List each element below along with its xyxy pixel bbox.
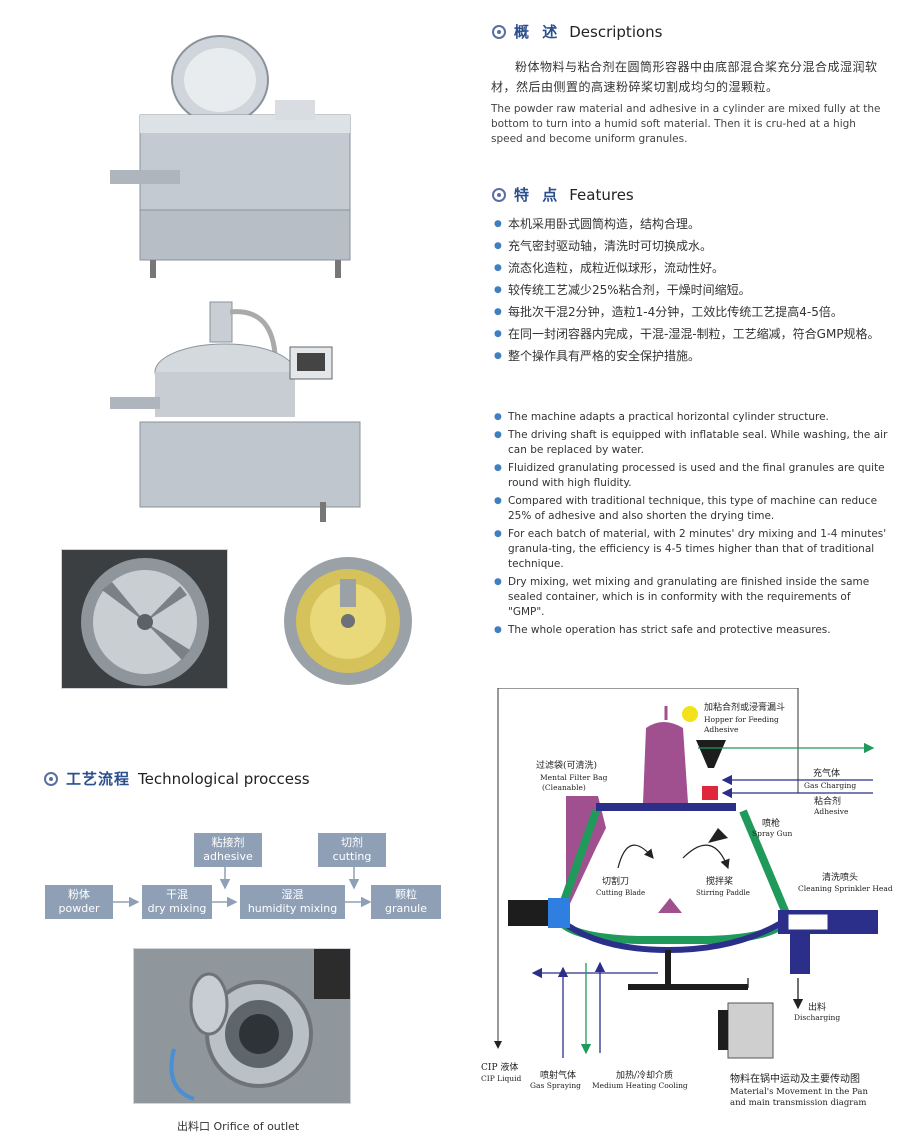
process-step-cn: 干混 <box>166 888 188 901</box>
granulator-schematic: 加粘合剂或浸膏漏斗 Hopper for Feeding Adhesive 过滤… <box>481 688 893 1108</box>
label-gas-cn: 充气体 <box>813 767 840 779</box>
process-step-en: dry mixing <box>147 902 207 915</box>
features-list-cn: 本机采用卧式圆筒构造，结构合理。 充气密封驱动轴，清洗时可切换成水。 流态化造粒… <box>494 214 888 368</box>
label-sprinkler-en: Cleaning Sprinkler Head <box>798 884 893 893</box>
features-heading-cn: 特 点 <box>514 186 562 204</box>
descriptions-text-en: The powder raw material and adhesive in … <box>491 103 881 145</box>
label-movement-en2: and main transmission diagram <box>730 1098 866 1108</box>
feature-item-en: The whole operation has strict safe and … <box>494 623 888 638</box>
label-cutting-en: Cutting Blade <box>596 889 645 897</box>
process-step-en: granule <box>384 902 427 915</box>
label-discharge-cn: 出料 <box>808 1001 826 1013</box>
label-gasspray-en: Gas Spraying <box>530 1081 581 1090</box>
label-adhesive-en: Adhesive <box>813 807 849 816</box>
feature-item-cn: 在同一封闭容器内完成，干混-湿混-制粒，工艺缩减，符合GMP规格。 <box>494 324 888 344</box>
feature-item-cn: 本机采用卧式圆筒构造，结构合理。 <box>494 214 888 234</box>
label-discharge-en: Discharging <box>794 1013 840 1022</box>
feature-item-cn: 流态化造粒，成粒近似球形，流动性好。 <box>494 258 888 278</box>
features-heading-en: Features <box>569 185 634 204</box>
mixing-bowl-photo-empty <box>61 549 228 689</box>
process-step-en: powder <box>58 902 100 915</box>
label-stir-en: Stirring Paddle <box>696 889 750 897</box>
descriptions-heading-en: Descriptions <box>569 22 663 41</box>
label-movement-cn: 物料在锅中运动及主要传动图 <box>730 1072 860 1085</box>
process-input-en: adhesive <box>203 850 253 863</box>
label-filter-en1: Mental Filter Bag <box>540 773 608 782</box>
process-input-adhesive: 粘接剂 adhesive <box>194 833 262 867</box>
process-heading-en: Technological proccess <box>138 769 310 788</box>
process-input-en: cutting <box>332 850 372 863</box>
process-step-en: humidity mixing <box>247 902 338 915</box>
section-bullet-icon <box>44 771 58 786</box>
label-medium-en: Medium Heating Cooling <box>592 1081 688 1090</box>
feature-item-cn: 整个操作具有严格的安全保护措施。 <box>494 346 888 366</box>
outlet-caption: 出料口 Orifice of outlet <box>177 1120 300 1133</box>
process-arrows <box>112 866 372 908</box>
label-hopper-en2: Adhesive <box>703 725 739 734</box>
label-movement-en1: Material's Movement in the Pan <box>730 1087 868 1097</box>
mixing-bowl-photo-filled <box>278 549 418 689</box>
label-cip-cn: CIP 液体 <box>481 1061 518 1073</box>
descriptions-text-cn: 粉体物料与粘合剂在圆筒形容器中由底部混合桨充分混合成湿润软材，然后由侧置的高速粉… <box>491 60 878 94</box>
features-heading: 特 点 Features <box>492 184 634 205</box>
descriptions-heading: 概 述 Descriptions <box>492 21 662 42</box>
feature-item-en: The machine adapts a practical horizonta… <box>494 410 888 425</box>
process-input-cn: 粘接剂 <box>211 836 245 849</box>
process-step-cn: 颗粒 <box>395 888 417 901</box>
outlet-photo <box>133 948 351 1104</box>
label-filter-en2: (Cleanable) <box>542 783 586 792</box>
process-step-granule: 颗粒 granule <box>371 885 441 919</box>
label-sprinkler-cn: 清洗喷头 <box>822 871 858 883</box>
process-step-cn: 湿混 <box>281 888 304 901</box>
section-bullet-icon <box>492 187 506 202</box>
feature-item-en: Compared with traditional technique, thi… <box>494 494 888 524</box>
label-stir-cn: 搅拌桨 <box>706 875 733 887</box>
feature-item-cn: 充气密封驱动轴，清洗时可切换成水。 <box>494 236 888 256</box>
process-heading: 工艺流程 Technological proccess <box>44 768 310 789</box>
process-step-cn: 粉体 <box>68 888 90 901</box>
process-input-cn: 切剂 <box>341 836 363 849</box>
descriptions-heading-cn: 概 述 <box>514 23 562 41</box>
feature-item-en: Dry mixing, wet mixing and granulating a… <box>494 575 888 620</box>
label-hopper-en1: Hopper for Feeding <box>704 715 779 724</box>
process-heading-cn: 工艺流程 <box>66 770 131 788</box>
feature-item-en: The driving shaft is equipped with infla… <box>494 428 888 458</box>
label-adhesive-cn: 粘合剂 <box>814 795 841 807</box>
machine-photo-top <box>100 20 370 282</box>
label-medium-cn: 加热/冷却介质 <box>616 1069 673 1081</box>
process-input-cutting: 切剂 cutting <box>318 833 386 867</box>
label-gas-en: Gas Charging <box>804 781 856 790</box>
machine-photo-middle <box>100 297 370 530</box>
label-spray-cn: 喷枪 <box>762 817 780 829</box>
feature-item-en: Fluidized granulating processed is used … <box>494 461 888 491</box>
label-hopper-cn: 加粘合剂或浸膏漏斗 <box>704 701 785 713</box>
process-step-humidity-mixing: 湿混 humidity mixing <box>240 885 345 919</box>
feature-item-cn: 较传统工艺减少25%粘合剂，干燥时间缩短。 <box>494 280 888 300</box>
label-cutting-cn: 切割刀 <box>602 875 629 887</box>
feature-item-en: For each batch of material, with 2 minut… <box>494 527 888 572</box>
label-spray-en: Spray Gun <box>752 829 792 838</box>
label-filter-cn: 过滤袋(可清洗) <box>536 759 597 771</box>
section-bullet-icon <box>492 24 506 39</box>
feature-item-cn: 每批次干混2分钟，造粒1-4分钟，工效比传统工艺提高4-5倍。 <box>494 302 888 322</box>
label-cip-en: CIP Liquid <box>481 1074 522 1083</box>
label-gasspray-cn: 喷射气体 <box>540 1069 576 1081</box>
process-step-powder: 粉体 powder <box>45 885 113 919</box>
process-step-dry-mixing: 干混 dry mixing <box>142 885 212 919</box>
features-list-en: The machine adapts a practical horizonta… <box>494 410 888 641</box>
